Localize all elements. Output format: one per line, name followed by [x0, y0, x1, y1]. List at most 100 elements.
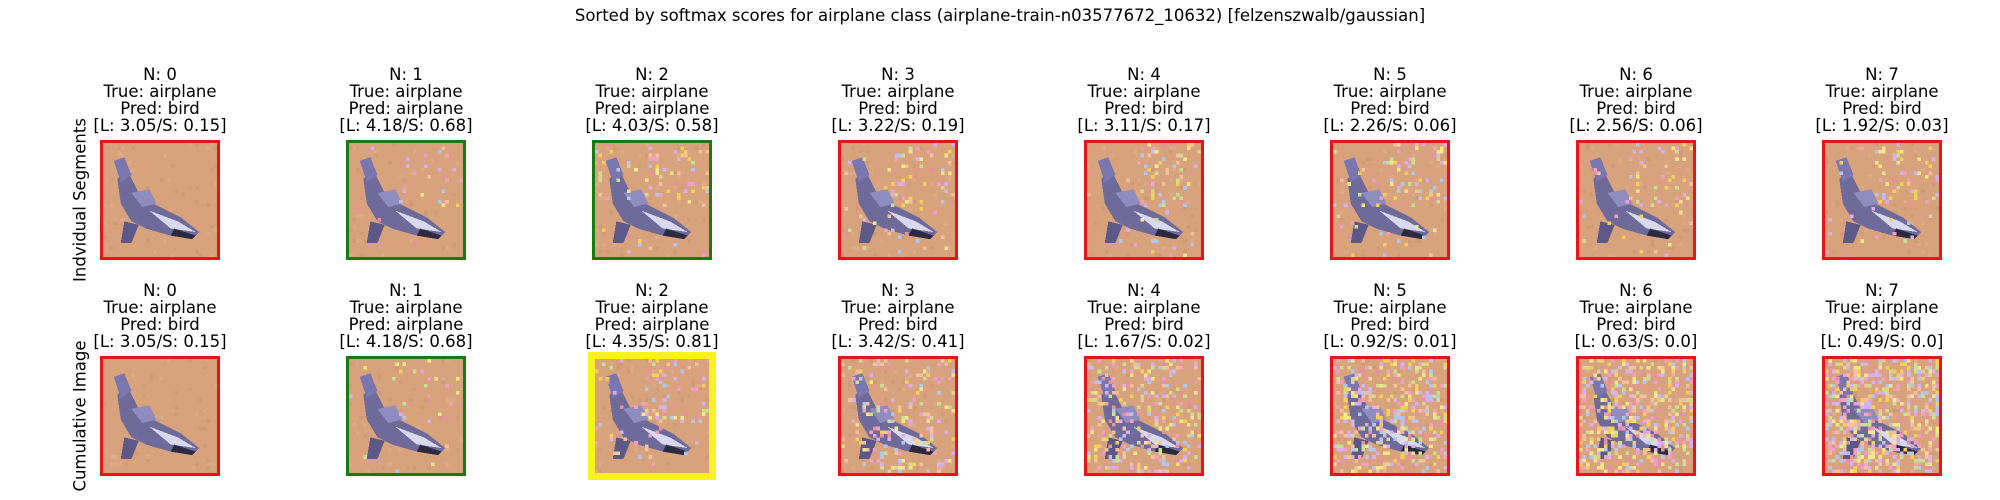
panel-label-true: True: airplane — [1825, 298, 1939, 317]
panel-label-true: True: airplane — [1333, 82, 1447, 101]
airplane-nose — [170, 228, 196, 240]
airplane-highlight — [1625, 210, 1672, 233]
panel-label-pred: Pred: bird — [1350, 99, 1430, 118]
airplane-highlight — [149, 210, 196, 233]
airplane-highlight — [395, 210, 442, 233]
airplane-nose — [170, 444, 196, 456]
panel-label-true: True: airplane — [349, 298, 463, 317]
panel-label-n: N: 6 — [1619, 65, 1653, 84]
segment-image — [588, 352, 716, 480]
panel-label-pred: Pred: airplane — [348, 99, 464, 118]
airplane-tail — [1343, 157, 1362, 183]
airplane-wing — [1361, 189, 1387, 208]
figure-title: Sorted by softmax scores for airplane cl… — [574, 6, 1426, 25]
airplane-wing — [869, 189, 895, 208]
panel-label-pred: Pred: airplane — [348, 315, 464, 334]
panel-label-n: N: 1 — [389, 65, 423, 84]
airplane-wing-lower — [120, 437, 139, 459]
airplane-wing — [1607, 405, 1633, 424]
row-label: Cumulative Image — [70, 340, 90, 492]
airplane-wing-lower — [1104, 221, 1123, 243]
segment-image — [1822, 140, 1942, 260]
panel-label-pred: Pred: bird — [1350, 315, 1430, 334]
panel-label-pred: Pred: bird — [1104, 99, 1184, 118]
airplane-highlight — [1379, 210, 1426, 233]
panel-label-score: [L: 2.26/S: 0.06] — [1323, 116, 1457, 135]
airplane-wing — [377, 405, 403, 424]
airplane-highlight — [641, 210, 688, 233]
airplane-nose — [662, 228, 688, 240]
segment-image — [1576, 140, 1696, 260]
panel-label-score: [L: 1.92/S: 0.03] — [1815, 116, 1949, 135]
airplane-tail — [359, 157, 378, 183]
panel-label-pred: Pred: bird — [1596, 315, 1676, 334]
panel-label-pred: Pred: bird — [120, 315, 200, 334]
panel-label-true: True: airplane — [349, 82, 463, 101]
panel-label-score: [L: 0.63/S: 0.0] — [1574, 332, 1698, 351]
airplane-wing — [1115, 189, 1141, 208]
airplane-nose — [908, 228, 934, 240]
segment-image — [838, 356, 958, 476]
airplane-wing — [131, 189, 157, 208]
segment-image — [346, 356, 466, 476]
panel-label-n: N: 7 — [1865, 65, 1899, 84]
panel-label-score: [L: 1.67/S: 0.02] — [1077, 332, 1211, 351]
panel-label-n: N: 0 — [143, 281, 177, 300]
panel-label-score: [L: 2.56/S: 0.06] — [1569, 116, 1703, 135]
airplane-nose — [1154, 228, 1180, 240]
panel-label-true: True: airplane — [841, 82, 955, 101]
airplane-tail — [113, 157, 132, 183]
airplane-wing-lower — [1596, 221, 1615, 243]
airplane-highlight — [395, 426, 442, 449]
airplane-wing-lower — [858, 221, 877, 243]
panel-label-true: True: airplane — [595, 298, 709, 317]
panel-label-n: N: 2 — [635, 281, 669, 300]
airplane-tail — [605, 373, 624, 399]
airplane-nose — [1400, 228, 1426, 240]
airplane-wing-lower — [1842, 221, 1861, 243]
panel-label-score: [L: 4.35/S: 0.81] — [585, 332, 719, 351]
panel-label-n: N: 1 — [389, 281, 423, 300]
panel-label-pred: Pred: bird — [858, 99, 938, 118]
panel-label-score: [L: 4.18/S: 0.68] — [339, 332, 473, 351]
airplane-wing-lower — [120, 221, 139, 243]
panel-label-true: True: airplane — [1333, 298, 1447, 317]
airplane-nose — [908, 444, 934, 456]
segment-image — [346, 140, 466, 260]
airplane-wing — [1853, 189, 1879, 208]
panel-label-true: True: airplane — [103, 298, 217, 317]
panel-label-score: [L: 3.42/S: 0.41] — [831, 332, 965, 351]
panel-label-true: True: airplane — [1825, 82, 1939, 101]
panel-label-true: True: airplane — [1087, 298, 1201, 317]
airplane-wing — [623, 405, 649, 424]
airplane-highlight — [149, 426, 196, 449]
airplane-nose — [416, 228, 442, 240]
segment-image — [592, 140, 712, 260]
panel-label-pred: Pred: bird — [120, 99, 200, 118]
panel-label-true: True: airplane — [841, 298, 955, 317]
panel-label-n: N: 6 — [1619, 281, 1653, 300]
segment-image — [1084, 140, 1204, 260]
panel-label-true: True: airplane — [1579, 298, 1693, 317]
panel-label-pred: Pred: bird — [1842, 99, 1922, 118]
panel-label-true: True: airplane — [595, 82, 709, 101]
panel-label-score: [L: 3.11/S: 0.17] — [1077, 116, 1211, 135]
panel-label-score: [L: 4.18/S: 0.68] — [339, 116, 473, 135]
segment-image — [100, 356, 220, 476]
panel-label-n: N: 5 — [1373, 65, 1407, 84]
panel-label-n: N: 3 — [881, 65, 915, 84]
airplane-highlight — [1871, 210, 1918, 233]
panel-label-n: N: 2 — [635, 65, 669, 84]
